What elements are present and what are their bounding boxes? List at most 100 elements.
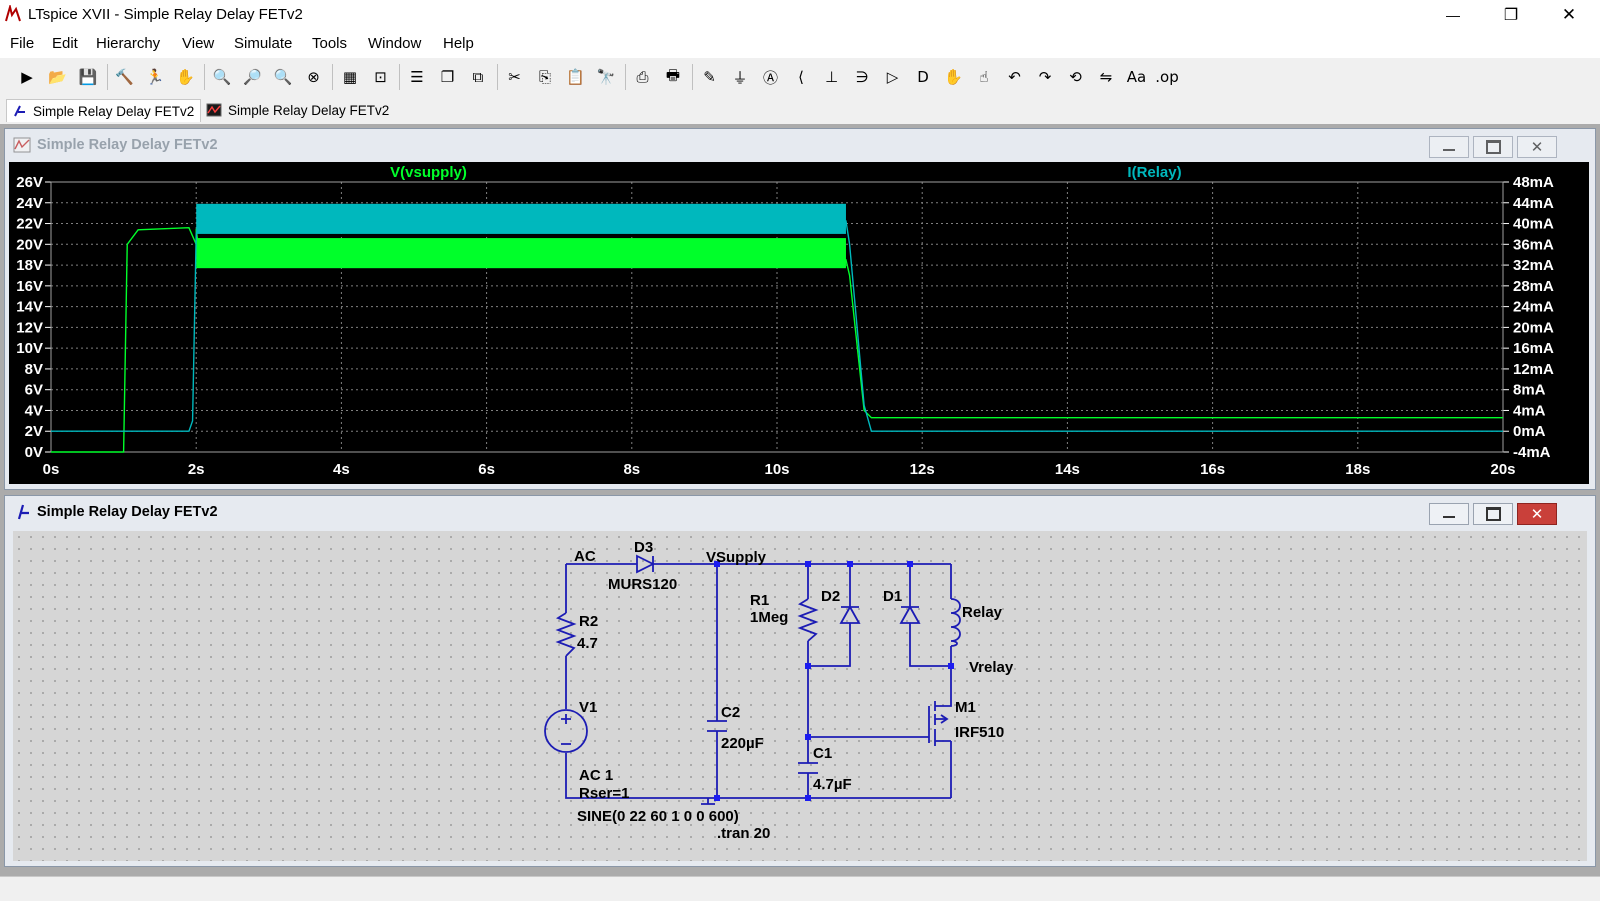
tab-schematic[interactable]: Simple Relay Delay FETv2 — [6, 99, 202, 122]
text-button[interactable]: Aa — [1124, 64, 1150, 90]
menu-help[interactable]: Help — [443, 35, 474, 52]
ref-m1[interactable]: M1 — [955, 699, 976, 716]
ref-c2[interactable]: C2 — [721, 704, 740, 721]
component-icon: D — [917, 68, 929, 86]
ground-button[interactable]: ⏚ — [727, 64, 753, 90]
menu-file[interactable]: File — [10, 35, 35, 52]
copy-icon: ⎘ — [538, 68, 551, 86]
menu-window[interactable]: Window — [368, 35, 422, 52]
inductor-relay[interactable] — [950, 598, 961, 647]
copy-button[interactable]: ⎘ — [532, 64, 558, 90]
paste-button[interactable]: 📋 — [563, 64, 589, 90]
model-d3[interactable]: MURS120 — [608, 576, 677, 593]
inductor-button[interactable]: ∋ — [849, 64, 875, 90]
component-button[interactable]: D — [910, 64, 936, 90]
value-c2[interactable]: 220µF — [721, 735, 764, 752]
diode-icon: ▷ — [886, 68, 899, 86]
ref-relay[interactable]: Relay — [962, 604, 1003, 621]
resistor-r2[interactable] — [555, 612, 577, 657]
ref-d3[interactable]: D3 — [634, 539, 653, 556]
capacitor-button[interactable]: ⊥ — [819, 64, 845, 90]
minimize-button[interactable]: — — [1424, 0, 1482, 30]
value-r1[interactable]: 1Meg — [750, 609, 788, 626]
x-tick-label: 20s — [1490, 461, 1515, 478]
y-left-tick-label: 18V — [16, 257, 43, 274]
schematic-canvas[interactable]: AC D3 MURS120 VSupply R1 1Meg D2 D1 Rela… — [13, 531, 1587, 861]
capacitor-c2[interactable] — [707, 720, 727, 732]
cut-button[interactable]: ✂ — [502, 64, 528, 90]
rotate-button[interactable]: ⟲ — [1063, 64, 1089, 90]
series-line-irelay — [51, 220, 1503, 432]
resistor-button[interactable]: ⟨ — [788, 64, 814, 90]
schematic-window-titlebar[interactable]: Simple Relay Delay FETv2 ✕ — [5, 496, 1595, 527]
maximize-button[interactable]: ❐ — [1482, 0, 1540, 30]
value-r2[interactable]: 4.7 — [577, 635, 598, 652]
new-schematic-button[interactable]: ▶ — [14, 64, 40, 90]
v1-sine-spec[interactable]: SINE(0 22 60 1 0 0 600) — [577, 808, 739, 825]
menu-tools[interactable]: Tools — [312, 35, 348, 52]
tab-waveform[interactable]: Simple Relay Delay FETv2 — [200, 99, 395, 121]
run-button[interactable]: 🏃 — [142, 64, 168, 90]
print-preview-button[interactable]: ⎙ — [630, 64, 656, 90]
schematic-minimize-button[interactable] — [1429, 503, 1469, 525]
value-c1[interactable]: 4.7µF — [813, 776, 852, 793]
save-button[interactable]: 💾 — [75, 64, 101, 90]
ref-d2[interactable]: D2 — [821, 588, 840, 605]
net-label-ac[interactable]: AC — [574, 548, 596, 565]
v1-rser-spec[interactable]: Rser=1 — [579, 785, 629, 802]
schematic-close-button[interactable]: ✕ — [1517, 503, 1557, 525]
waveform-minimize-button[interactable] — [1429, 136, 1469, 158]
ref-d1[interactable]: D1 — [883, 588, 902, 605]
spice-directive-button[interactable]: .op — [1154, 64, 1180, 90]
tile-horizontal-button[interactable]: ☰ — [404, 64, 430, 90]
zoom-fit-button[interactable]: ⊗ — [301, 64, 327, 90]
waveform-close-button[interactable]: ✕ — [1517, 136, 1557, 158]
v1-ac-spec[interactable]: AC 1 — [579, 767, 613, 784]
find-button[interactable]: 🔭 — [593, 64, 619, 90]
model-m1[interactable]: IRF510 — [955, 724, 1004, 741]
y-left-tick-label: 20V — [16, 236, 43, 253]
cursor-button[interactable]: ⊡ — [368, 64, 394, 90]
schematic-maximize-button[interactable] — [1473, 503, 1513, 525]
menu-view[interactable]: View — [182, 35, 215, 52]
cascade-button[interactable]: ❐ — [435, 64, 461, 90]
wire-button[interactable]: ✎ — [697, 64, 723, 90]
move-button[interactable]: ✋ — [941, 64, 967, 90]
label-button[interactable]: Ⓐ — [758, 64, 784, 90]
print-button[interactable]: 🖶 — [660, 64, 686, 90]
ref-v1[interactable]: V1 — [579, 699, 597, 716]
ref-r2[interactable]: R2 — [579, 613, 598, 630]
tile-vertical-button[interactable]: ⧉ — [465, 64, 491, 90]
net-label-vsupply[interactable]: VSupply — [706, 549, 767, 566]
undo-button[interactable]: ↶ — [1002, 64, 1028, 90]
capacitor-c1[interactable] — [798, 762, 818, 774]
zoom-in-button[interactable]: 🔍 — [209, 64, 235, 90]
voltage-source-v1[interactable] — [544, 709, 588, 753]
spice-directive-tran[interactable]: .tran 20 — [717, 825, 770, 842]
ref-c1[interactable]: C1 — [813, 745, 832, 762]
menu-simulate[interactable]: Simulate — [234, 35, 293, 52]
mosfet-m1[interactable] — [928, 696, 952, 746]
zoom-area-button[interactable]: 🔎 — [240, 64, 266, 90]
diode-d3[interactable] — [636, 554, 656, 574]
open-button[interactable]: 📂 — [45, 64, 71, 90]
close-button[interactable]: ✕ — [1540, 0, 1598, 30]
menu-hierarchy[interactable]: Hierarchy — [96, 35, 161, 52]
waveform-window-titlebar[interactable]: Simple Relay Delay FETv2 ✕ — [5, 129, 1595, 160]
drag-button[interactable]: ☝ — [971, 64, 997, 90]
diode-d2[interactable] — [839, 605, 861, 624]
diode-d1[interactable] — [899, 605, 921, 624]
zoom-out-button[interactable]: 🔍 — [270, 64, 296, 90]
redo-button[interactable]: ↷ — [1032, 64, 1058, 90]
menu-edit[interactable]: Edit — [52, 35, 78, 52]
resistor-r1[interactable] — [797, 598, 819, 642]
mirror-button[interactable]: ⇋ — [1093, 64, 1119, 90]
control-panel-button[interactable]: 🔨 — [112, 64, 138, 90]
net-label-vrelay[interactable]: Vrelay — [969, 659, 1014, 676]
halt-button[interactable]: ✋ — [173, 64, 199, 90]
diode-button[interactable]: ▷ — [880, 64, 906, 90]
autorange-button[interactable]: ▦ — [337, 64, 363, 90]
waveform-maximize-button[interactable] — [1473, 136, 1513, 158]
ref-r1[interactable]: R1 — [750, 592, 769, 609]
